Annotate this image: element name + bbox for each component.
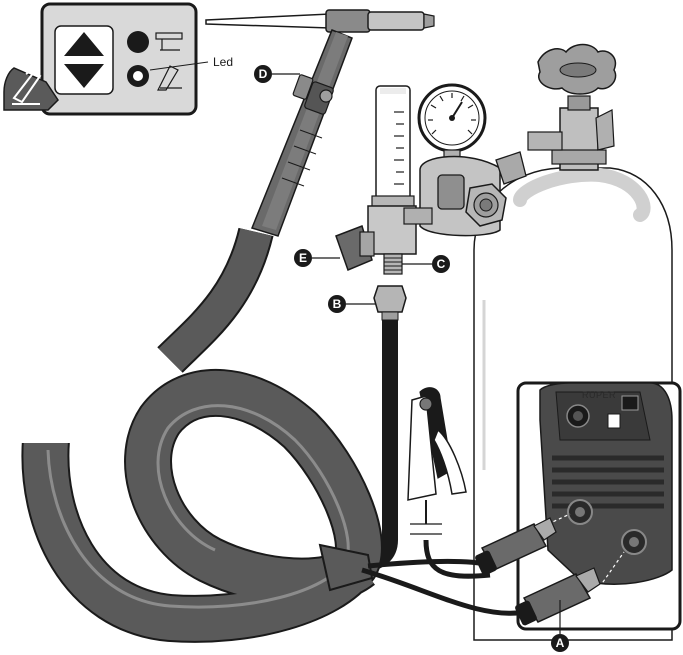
cylinder-valve[interactable] — [527, 43, 617, 171]
callout-b: B — [328, 295, 376, 313]
svg-text:E: E — [299, 251, 307, 265]
machine-brand: RUPER — [582, 390, 616, 400]
svg-text:C: C — [437, 257, 446, 271]
led-label: Led — [213, 55, 233, 69]
machine-socket-positive[interactable] — [621, 529, 647, 555]
pressure-gauge — [417, 83, 487, 153]
gas-regulator — [417, 83, 527, 237]
torch-trigger-button[interactable] — [292, 74, 314, 100]
mode-select-button[interactable] — [54, 25, 114, 95]
welding-machine-inset: RUPER — [516, 381, 682, 631]
callout-d: D — [254, 65, 300, 83]
machine-display — [621, 395, 639, 411]
up-down-arrows-icon — [64, 32, 104, 88]
tig-torch — [205, 9, 435, 237]
machine-current-knob[interactable] — [566, 404, 590, 428]
gas-outlet-fitting[interactable] — [383, 253, 403, 275]
machine-socket-negative[interactable] — [567, 499, 593, 525]
flow-adjust-knob[interactable] — [335, 225, 375, 271]
hose-nut[interactable] — [373, 285, 407, 321]
mma-electrode-icon — [157, 65, 182, 91]
callout-c: C — [402, 255, 450, 273]
flowmeter — [335, 85, 433, 275]
machine-mode-button[interactable] — [607, 413, 621, 429]
gas-hose — [360, 285, 407, 574]
earth-clamp[interactable] — [407, 387, 491, 579]
tig-mode-indicator — [127, 31, 149, 53]
svg-text:B: B — [333, 297, 342, 311]
svg-text:A: A — [556, 636, 565, 650]
torch-hose — [20, 227, 383, 643]
svg-text:D: D — [259, 67, 268, 81]
callout-a: A — [551, 600, 569, 652]
stick-holder-icon — [3, 65, 59, 111]
tig-torch-icon — [155, 32, 183, 51]
control-panel-inset: Led — [40, 2, 233, 116]
callout-e: E — [294, 249, 340, 267]
